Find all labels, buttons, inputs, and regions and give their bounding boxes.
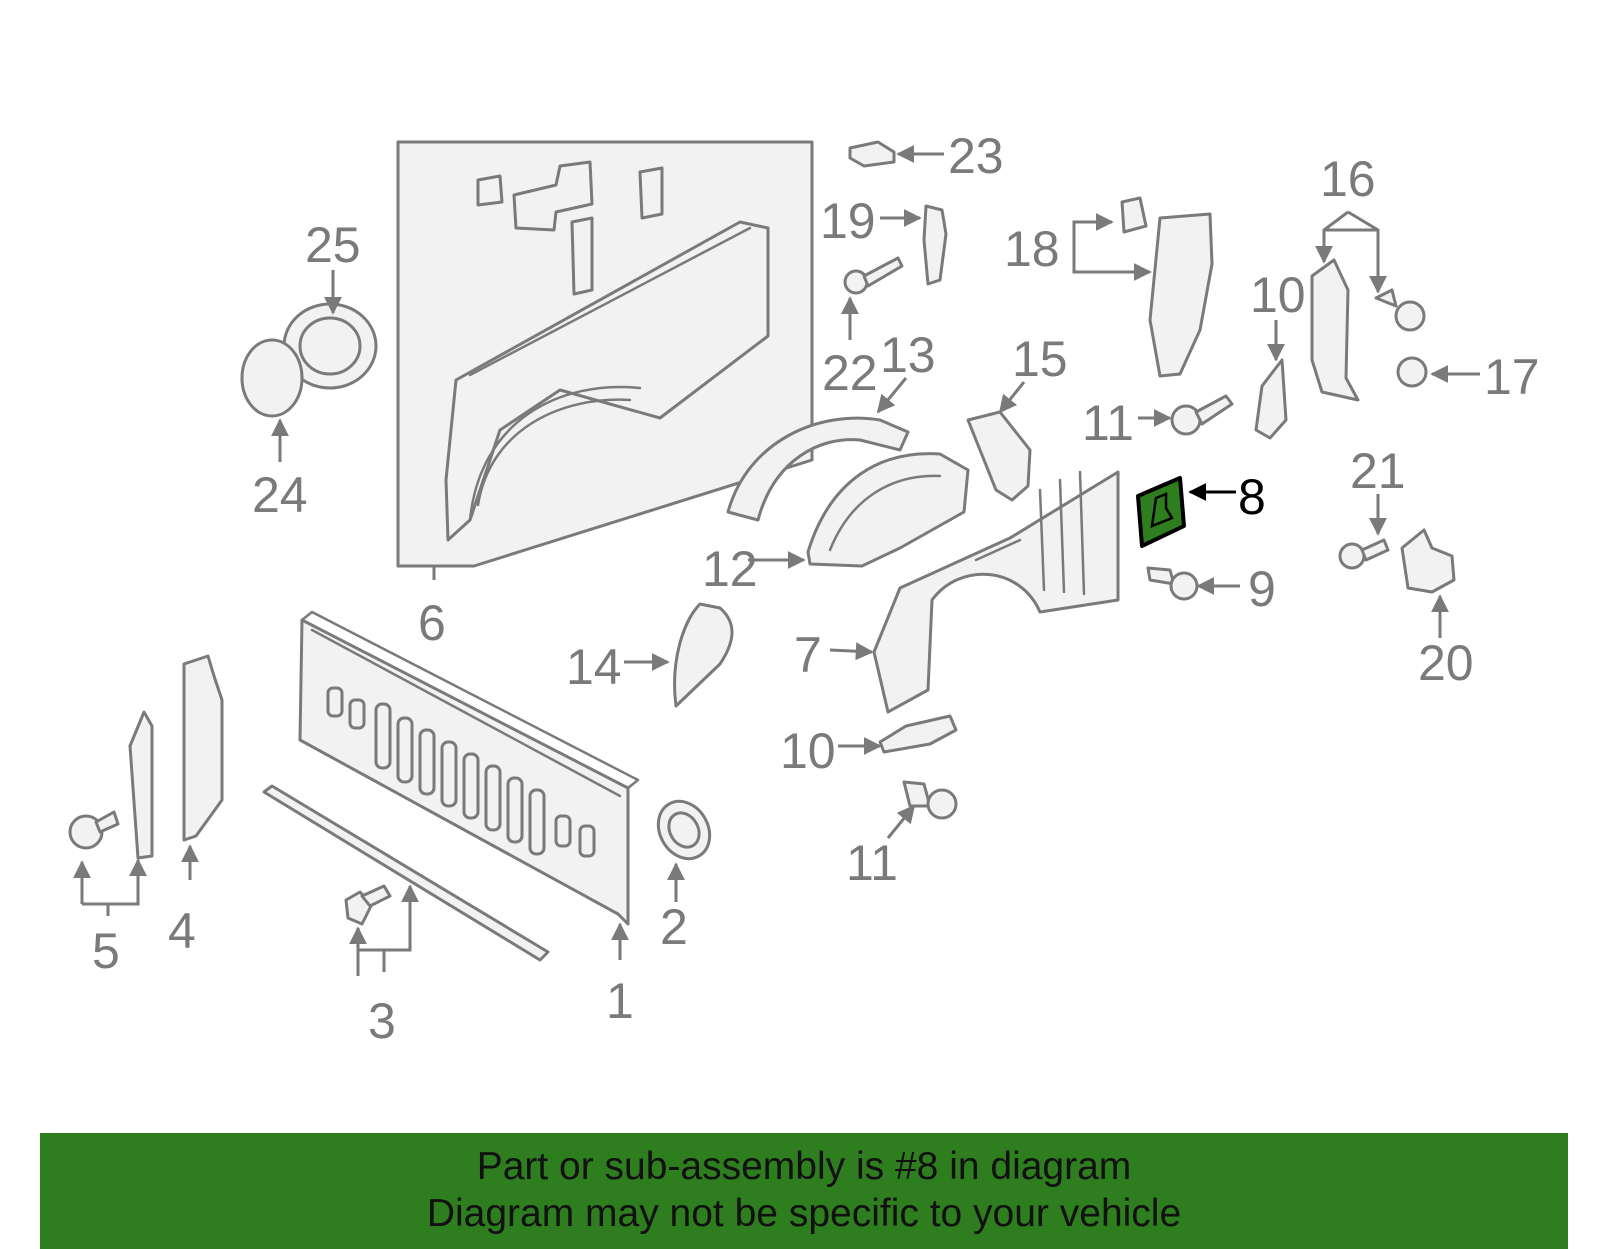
part-20-striker-bracket[interactable]	[1400, 528, 1456, 594]
callout-11-upper: 11	[1082, 395, 1134, 451]
part-2-grommet[interactable]	[648, 792, 720, 868]
callout-24: 24	[252, 467, 308, 523]
part-17-fastener[interactable]	[1396, 356, 1428, 388]
part-1-front-panel[interactable]	[298, 610, 640, 926]
callout-14: 14	[566, 639, 622, 695]
part-4-pillar-bracket[interactable]	[182, 654, 224, 842]
part-16-bracket[interactable]	[1310, 258, 1426, 402]
callout-19: 19	[820, 193, 876, 249]
part-11-bolt-lower[interactable]	[902, 780, 958, 820]
callout-1: 1	[606, 973, 634, 1029]
part-7-inner-box-panel[interactable]	[872, 470, 1120, 714]
callout-7: 7	[794, 627, 822, 683]
callout-3: 3	[368, 993, 396, 1049]
callout-12: 12	[702, 541, 758, 597]
callout-13: 13	[880, 327, 936, 383]
callout-11-lower: 11	[846, 835, 898, 891]
banner-line-1: Part or sub-assembly is #8 in diagram	[476, 1145, 1132, 1188]
callout-20: 20	[1418, 635, 1474, 691]
part-19-bracket[interactable]	[922, 204, 948, 286]
callout-2: 2	[660, 899, 688, 955]
callout-17: 17	[1484, 349, 1540, 405]
callout-15: 15	[1012, 331, 1068, 387]
part-18-bracket[interactable]	[1120, 196, 1214, 378]
part-13-wheelhouse-liner[interactable]	[726, 416, 910, 522]
callout-22: 22	[822, 345, 878, 401]
part-3-seal-strip[interactable]	[262, 784, 550, 962]
callout-18: 18	[1004, 221, 1060, 277]
callout-16: 16	[1320, 151, 1376, 207]
part-10-bracket-lower[interactable]	[878, 714, 958, 754]
banner-line-2: Diagram may not be specific to your vehi…	[426, 1192, 1182, 1235]
part-23-clip[interactable]	[848, 140, 896, 168]
callout-21: 21	[1350, 443, 1406, 499]
part-11-bolt-upper[interactable]	[1170, 394, 1234, 436]
callout-6: 6	[418, 595, 446, 651]
callout-9: 9	[1248, 561, 1276, 617]
part-10-bracket-upper[interactable]	[1254, 358, 1288, 440]
callout-23: 23	[948, 128, 1004, 184]
part-6-box-side-panel[interactable]	[396, 140, 814, 568]
part-15-bracket[interactable]	[966, 410, 1032, 502]
callout-5: 5	[92, 923, 120, 979]
callout-10-upper: 10	[1250, 267, 1306, 323]
part-8-highlighted-plate[interactable]	[1136, 476, 1186, 548]
callout-25: 25	[305, 217, 361, 273]
part-12-inner-wheelhouse[interactable]	[806, 452, 970, 568]
part-21-bolt[interactable]	[1338, 538, 1390, 570]
callout-8: 8	[1238, 469, 1266, 525]
info-banner: Part or sub-assembly is #8 in diagram Di…	[40, 1133, 1568, 1249]
part-9-bolt[interactable]	[1146, 566, 1199, 601]
callout-4: 4	[168, 903, 196, 959]
part-14-trim-piece[interactable]	[673, 602, 734, 708]
part-5-trim-and-fastener[interactable]	[68, 710, 154, 860]
part-22-bolt[interactable]	[843, 256, 904, 295]
part-24-fuel-filler-door[interactable]	[240, 338, 304, 418]
callout-10-lower: 10	[780, 723, 836, 779]
